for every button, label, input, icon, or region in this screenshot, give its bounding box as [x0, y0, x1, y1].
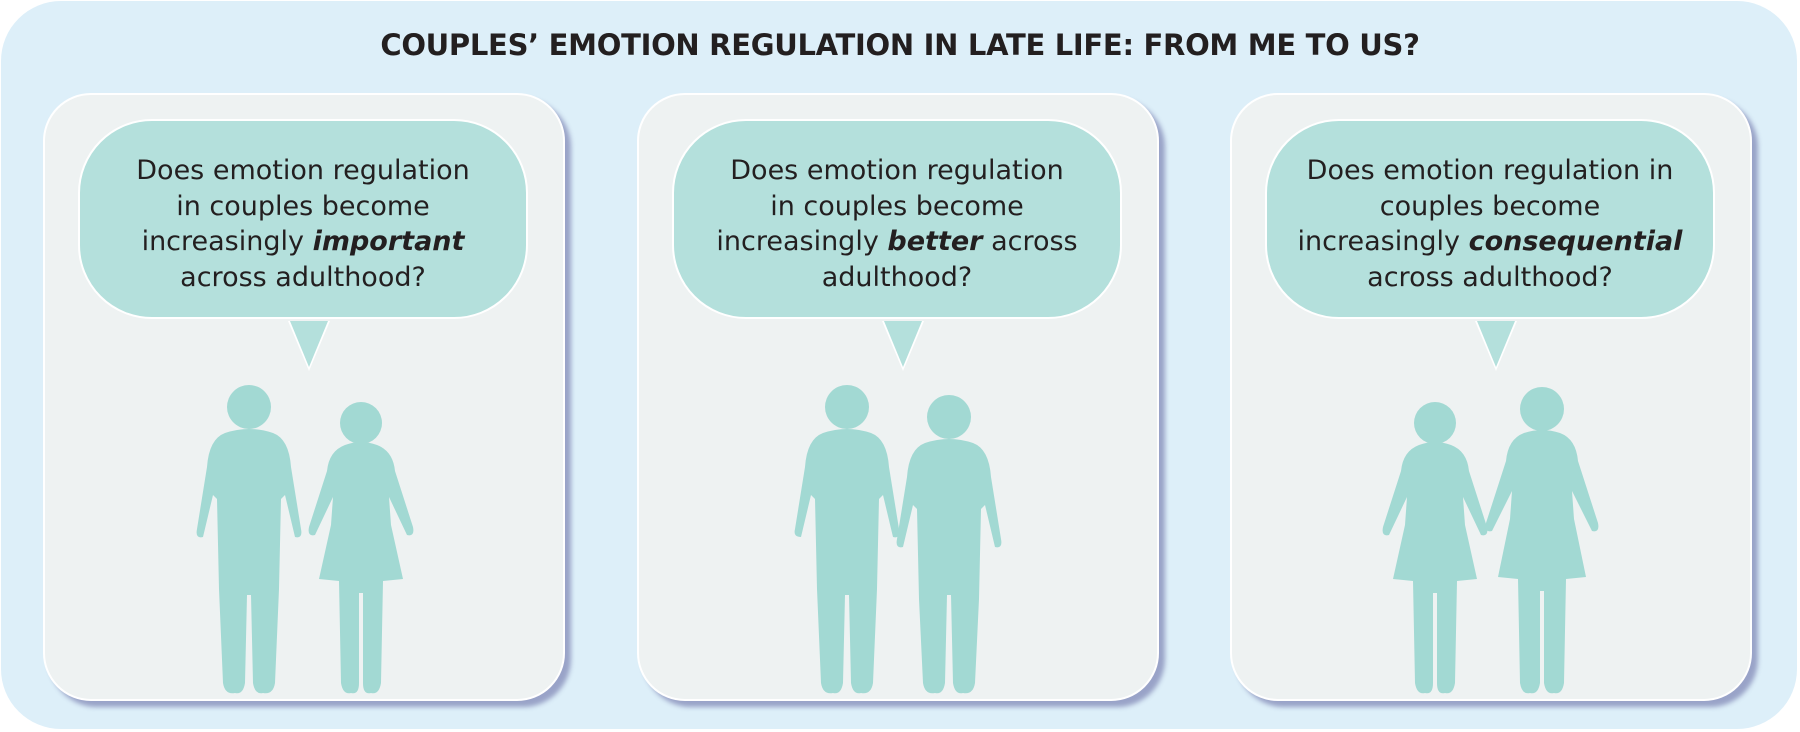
- question-text: Does emotion regulation in couples becom…: [1267, 153, 1713, 295]
- question-text-plain: across: [982, 226, 1078, 257]
- question-line: increasingly better across: [674, 224, 1120, 260]
- question-line: increasingly important: [80, 224, 526, 260]
- panel-1: Does emotion regulation in couples becom…: [43, 93, 565, 701]
- man-icon: [896, 395, 1002, 694]
- question-line: Does emotion regulation: [730, 155, 1064, 186]
- question-text-plain: increasingly: [1297, 226, 1469, 257]
- question-line: across adulthood?: [1367, 261, 1613, 293]
- speech-tail: [290, 321, 328, 367]
- question-line: adulthood?: [821, 261, 973, 293]
- question-text-plain: increasingly: [141, 226, 313, 257]
- question-text: Does emotion regulation in couples becom…: [674, 153, 1120, 295]
- speech-bubble: Does emotion regulation in couples becom…: [1265, 119, 1715, 319]
- couple-figures: [794, 385, 1002, 694]
- question-line: Does emotion regulation in: [1306, 155, 1674, 186]
- speech-bubble: Does emotion regulation in couples becom…: [78, 119, 528, 319]
- speech-tail: [1477, 321, 1515, 367]
- panel-2: Does emotion regulation in couples becom…: [637, 93, 1159, 701]
- diagram-title: COUPLES’ EMOTION REGULATION IN LATE LIFE…: [380, 28, 1420, 62]
- woman-icon: [308, 402, 414, 694]
- question-text: Does emotion regulation in couples becom…: [80, 153, 526, 295]
- woman-icon: [1485, 387, 1599, 694]
- woman-icon: [1382, 402, 1488, 694]
- emphasized-word: better: [887, 226, 983, 257]
- emphasized-word: consequential: [1468, 226, 1683, 257]
- question-line: couples become: [1379, 190, 1601, 222]
- question-line: increasingly consequential: [1267, 224, 1713, 260]
- couple-figures: [196, 385, 414, 694]
- couple-figures: [1382, 387, 1599, 694]
- man-icon: [196, 385, 302, 694]
- speech-tail: [884, 321, 922, 367]
- question-text-plain: increasingly: [716, 226, 888, 257]
- question-line: in couples become: [176, 190, 430, 222]
- question-line: across adulthood?: [180, 261, 426, 293]
- panel-3: Does emotion regulation in couples becom…: [1230, 93, 1752, 701]
- man-icon: [794, 385, 900, 694]
- question-line: Does emotion regulation: [136, 155, 470, 186]
- speech-bubble: Does emotion regulation in couples becom…: [672, 119, 1122, 319]
- question-line: in couples become: [770, 190, 1024, 222]
- emphasized-word: important: [312, 226, 465, 257]
